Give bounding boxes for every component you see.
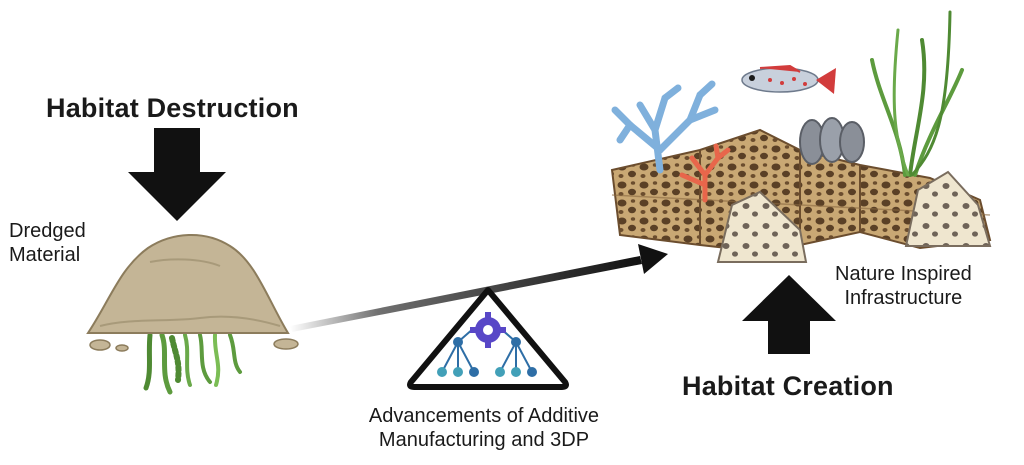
down-arrow-icon xyxy=(128,128,226,221)
dredged-material-label: Dredged Material xyxy=(9,220,86,266)
seagrass-icon xyxy=(143,332,242,395)
red-coral-icon xyxy=(679,143,731,203)
lever-arrowhead xyxy=(638,244,668,274)
mussel-icon xyxy=(799,117,865,165)
habitat-destruction-heading: Habitat Destruction xyxy=(46,93,299,123)
nature-inspired-infrastructure-label: Nature Inspired Infrastructure xyxy=(835,263,972,309)
seagrass-right-icon xyxy=(870,10,964,177)
sediment-pile xyxy=(86,234,299,352)
gear-network-icon xyxy=(407,287,569,390)
coral-icon xyxy=(611,80,719,174)
habitat-creation-heading: Habitat Creation xyxy=(682,371,894,401)
up-arrow-icon xyxy=(742,275,836,354)
nature-inspired-structure xyxy=(610,128,992,263)
lever-beam xyxy=(290,256,642,332)
fish-icon xyxy=(741,64,836,94)
additive-manufacturing-caption: Advancements of Additive Manufacturing a… xyxy=(368,405,600,451)
